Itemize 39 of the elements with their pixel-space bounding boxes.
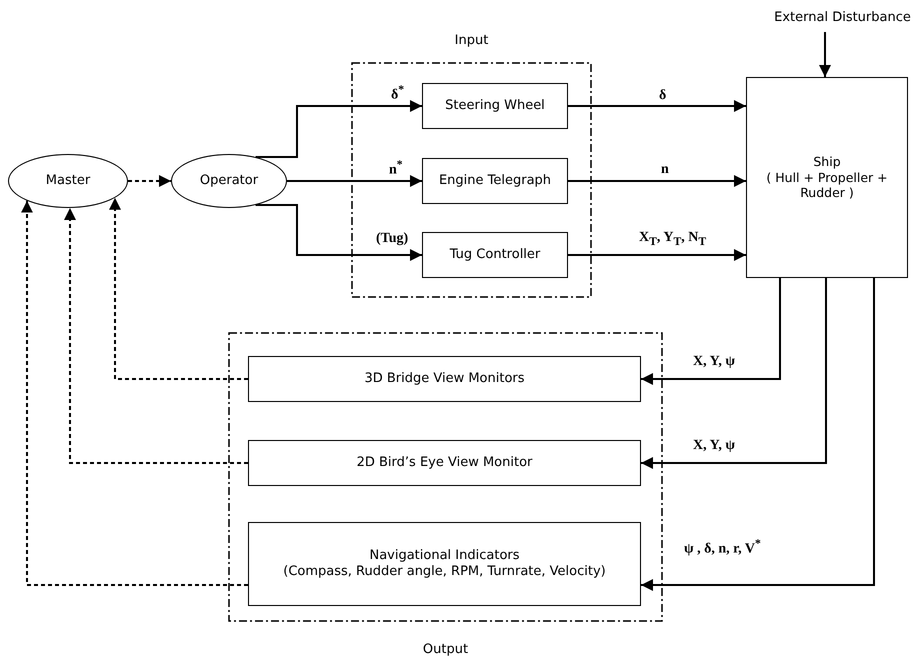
dashed-arrow: [21, 200, 248, 586]
node-title: 3D Bridge View Monitors: [364, 370, 525, 388]
edge-label: X, Y, ψ: [692, 354, 736, 370]
dashed-arrow: [64, 208, 248, 464]
group-title: Output: [422, 642, 468, 657]
arrow: [256, 204, 422, 261]
node-subtitle: (Compass, Rudder angle, RPM, Turnrate, Velocity): [283, 564, 606, 580]
process-box: [422, 158, 568, 204]
process-box: [422, 232, 568, 278]
process-box: [248, 356, 641, 402]
node-title: Steering Wheel: [445, 98, 545, 114]
node-title: 2D Bird’s Eye View Monitor: [356, 454, 532, 472]
process-box: [248, 440, 641, 486]
process-box: [248, 522, 641, 606]
node-title: Tug Controller: [450, 246, 540, 264]
edge-label: (Tug): [375, 231, 410, 246]
arrow: [641, 278, 827, 469]
edge-label: ψ , δ, n, r, V$^{*}$: [683, 538, 762, 558]
node-title: Operator: [200, 172, 258, 190]
group-title: Input: [454, 33, 488, 48]
arrow: [256, 100, 422, 158]
arrow: [819, 32, 831, 77]
dashed-arrow: [109, 198, 248, 380]
edge-label: X, Y, ψ: [692, 438, 736, 454]
node-title: Navigational Indicators: [369, 548, 520, 564]
arrow: [568, 100, 746, 112]
arrow: [641, 278, 875, 591]
disturbance-label: External Disturbance: [774, 10, 911, 26]
node-title: Master: [46, 172, 90, 190]
process-box: [746, 77, 908, 278]
arrow: [287, 175, 422, 187]
arrow: [568, 249, 746, 261]
arrow: [568, 175, 746, 187]
dashed-arrow: [128, 175, 171, 187]
node-subtitle: ( Hull + Propeller + Rudder ): [765, 170, 889, 201]
node-title: Ship: [813, 154, 841, 170]
node-title: Engine Telegraph: [438, 172, 552, 190]
arrow: [641, 278, 781, 385]
process-box: [422, 83, 568, 129]
